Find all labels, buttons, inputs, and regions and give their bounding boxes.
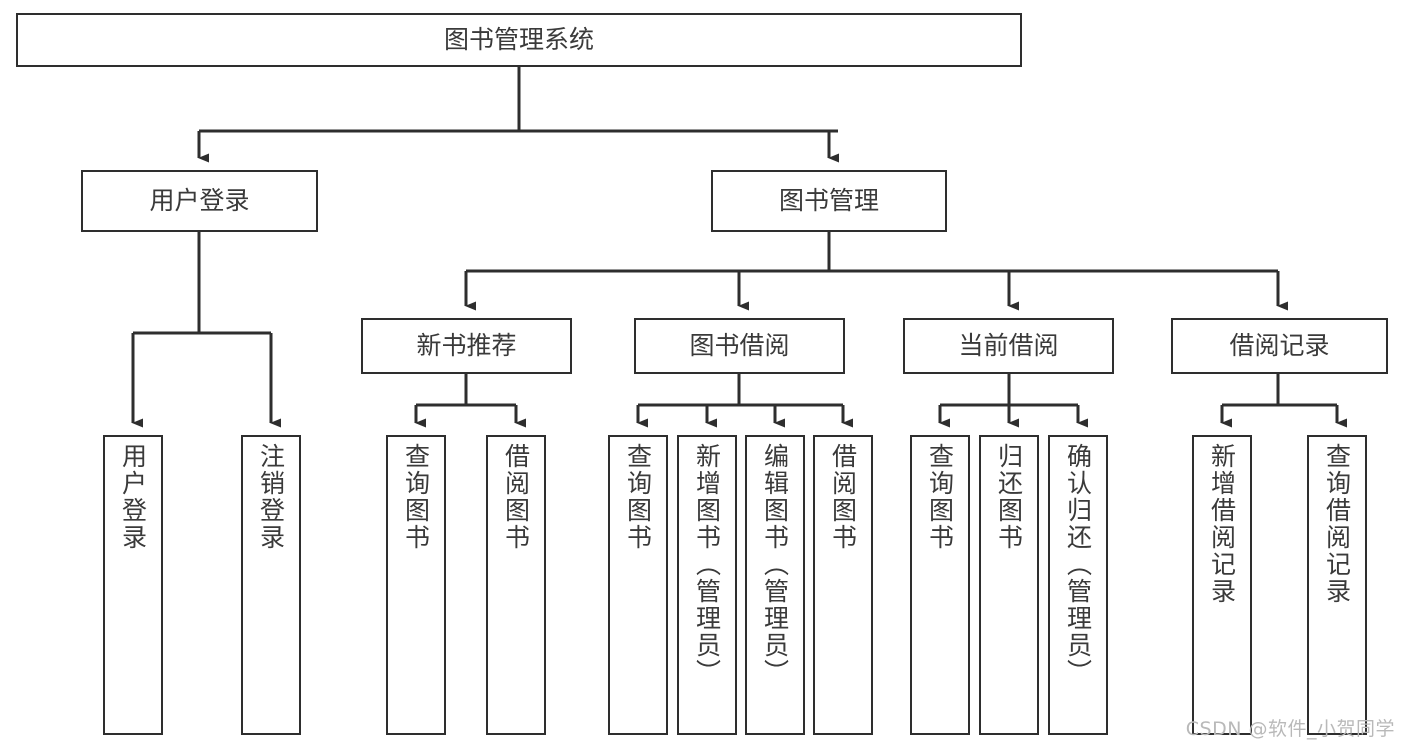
node-label: 查询借阅记录 xyxy=(1322,443,1352,605)
node-borrow-record[interactable]: 借阅记录 xyxy=(1171,318,1388,374)
node-label: 新增借阅记录 xyxy=(1207,443,1237,605)
leaf-borrow-record-query-record[interactable]: 查询借阅记录 xyxy=(1307,435,1367,735)
node-book-management[interactable]: 图书管理 xyxy=(711,170,947,232)
node-label: 用户登录 xyxy=(149,186,250,216)
leaf-new-book-query-book[interactable]: 查询图书 xyxy=(386,435,446,735)
leaf-new-book-borrow-book[interactable]: 借阅图书 xyxy=(486,435,546,735)
node-label: 新增图书（管理员） xyxy=(692,443,722,686)
node-label: 借阅图书 xyxy=(501,443,531,551)
node-label: 当前借阅 xyxy=(958,331,1059,361)
node-label: 图书管理系统 xyxy=(443,25,594,55)
leaf-user-login-login[interactable]: 用户登录 xyxy=(103,435,163,735)
node-label: 借阅图书 xyxy=(828,443,858,551)
node-label: 借阅记录 xyxy=(1229,331,1330,361)
leaf-current-borrow-return-book[interactable]: 归还图书 xyxy=(979,435,1039,735)
node-book-borrow[interactable]: 图书借阅 xyxy=(634,318,845,374)
node-label: 查询图书 xyxy=(925,443,955,551)
leaf-book-borrow-edit-book-admin[interactable]: 编辑图书（管理员） xyxy=(745,435,805,735)
node-label: 注销登录 xyxy=(256,443,286,551)
node-label: 查询图书 xyxy=(623,443,653,551)
node-label: 确认归还（管理员） xyxy=(1063,443,1093,686)
csdn-watermark: CSDN @软件_小贺同学 xyxy=(1185,718,1395,740)
leaf-book-borrow-query-book[interactable]: 查询图书 xyxy=(608,435,668,735)
node-label: 查询图书 xyxy=(401,443,431,551)
node-label: 归还图书 xyxy=(994,443,1024,551)
leaf-current-borrow-confirm-return-admin[interactable]: 确认归还（管理员） xyxy=(1048,435,1108,735)
node-new-book-recommend[interactable]: 新书推荐 xyxy=(361,318,572,374)
node-current-borrow[interactable]: 当前借阅 xyxy=(903,318,1114,374)
leaf-current-borrow-query-book[interactable]: 查询图书 xyxy=(910,435,970,735)
leaf-user-login-logout[interactable]: 注销登录 xyxy=(241,435,301,735)
node-label: 图书借阅 xyxy=(689,331,790,361)
leaf-book-borrow-borrow-book[interactable]: 借阅图书 xyxy=(813,435,873,735)
node-label: 编辑图书（管理员） xyxy=(760,443,790,686)
node-user-login[interactable]: 用户登录 xyxy=(81,170,318,232)
leaf-borrow-record-add-record[interactable]: 新增借阅记录 xyxy=(1192,435,1252,735)
node-label: 用户登录 xyxy=(118,443,148,551)
leaf-book-borrow-add-book-admin[interactable]: 新增图书（管理员） xyxy=(677,435,737,735)
node-label: 新书推荐 xyxy=(416,331,517,361)
node-label: 图书管理 xyxy=(778,186,879,216)
node-root-system[interactable]: 图书管理系统 xyxy=(16,13,1022,67)
